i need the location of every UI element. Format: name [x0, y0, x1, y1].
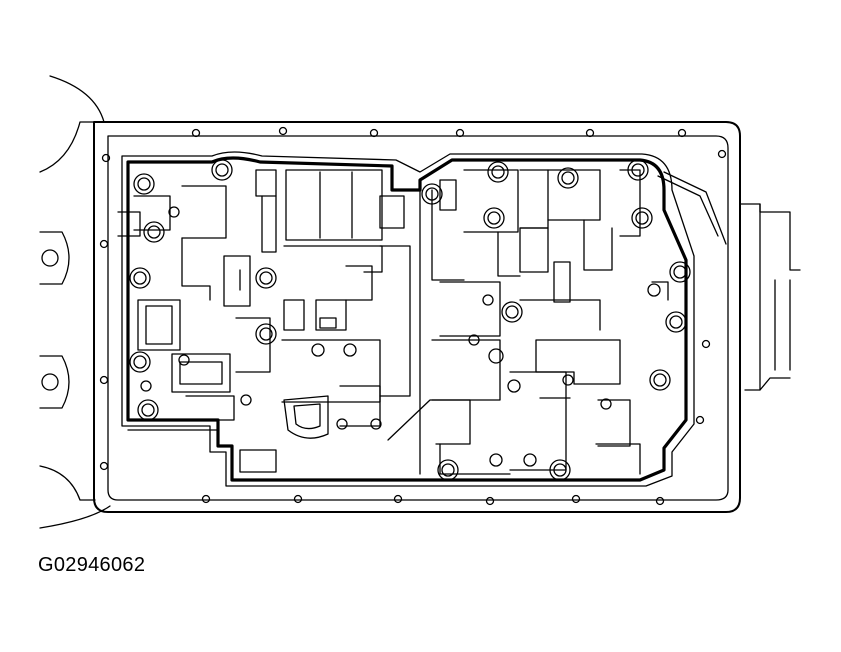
bolt-icon: [627, 159, 649, 181]
valve-body-internals: [117, 169, 727, 475]
bolt-icon: [129, 267, 151, 289]
transmission-case-outline: [39, 75, 801, 529]
bolt-icon: [137, 399, 159, 421]
bolt-icon: [665, 311, 687, 333]
bolt-icon: [133, 173, 155, 195]
bolt-icon: [255, 323, 277, 345]
fluid-passages: [140, 206, 661, 467]
bolt-icon: [557, 167, 579, 189]
bolt-icon: [129, 351, 151, 373]
bolt-icon: [631, 207, 653, 229]
oil-pan-flange: [93, 121, 741, 513]
bolt-icon: [483, 207, 505, 229]
bolt-icon: [437, 459, 459, 481]
bolt-icon: [421, 183, 443, 205]
valve-body-outline: [121, 151, 695, 487]
bolt-icon: [143, 221, 165, 243]
figure-id-label: G02946062: [38, 554, 146, 576]
flange-bolt-holes: [99, 126, 727, 506]
bolt-icon: [669, 261, 691, 283]
bolt-icon: [649, 369, 671, 391]
bolt-icon: [487, 161, 509, 183]
bolt-icon: [501, 301, 523, 323]
bolt-icon: [255, 267, 277, 289]
valve-body-bolts: [129, 159, 691, 481]
bolt-icon: [211, 159, 233, 181]
bolt-icon: [549, 459, 571, 481]
